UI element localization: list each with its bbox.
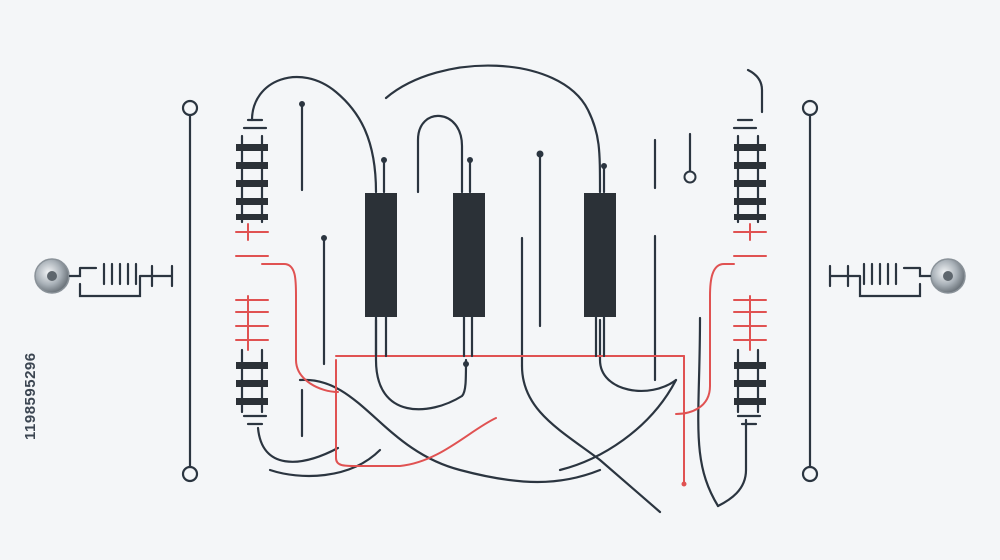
capacitor-plate-icon (365, 193, 397, 358)
left-coil-stack (235, 118, 269, 426)
left-rail (181, 99, 199, 483)
junction-nodes (299, 101, 607, 367)
right-rail (801, 99, 819, 483)
left-terminal (34, 258, 174, 298)
red-wiring (261, 263, 735, 487)
dark-wiring (250, 64, 764, 514)
capacitor-plate-icon (453, 193, 485, 358)
capacitor-blocks (365, 193, 616, 358)
image-id-label: 1198595296 (22, 352, 39, 440)
capacitor-plate-icon (584, 193, 616, 358)
right-coil-stack (732, 118, 767, 426)
right-terminal (828, 258, 966, 298)
